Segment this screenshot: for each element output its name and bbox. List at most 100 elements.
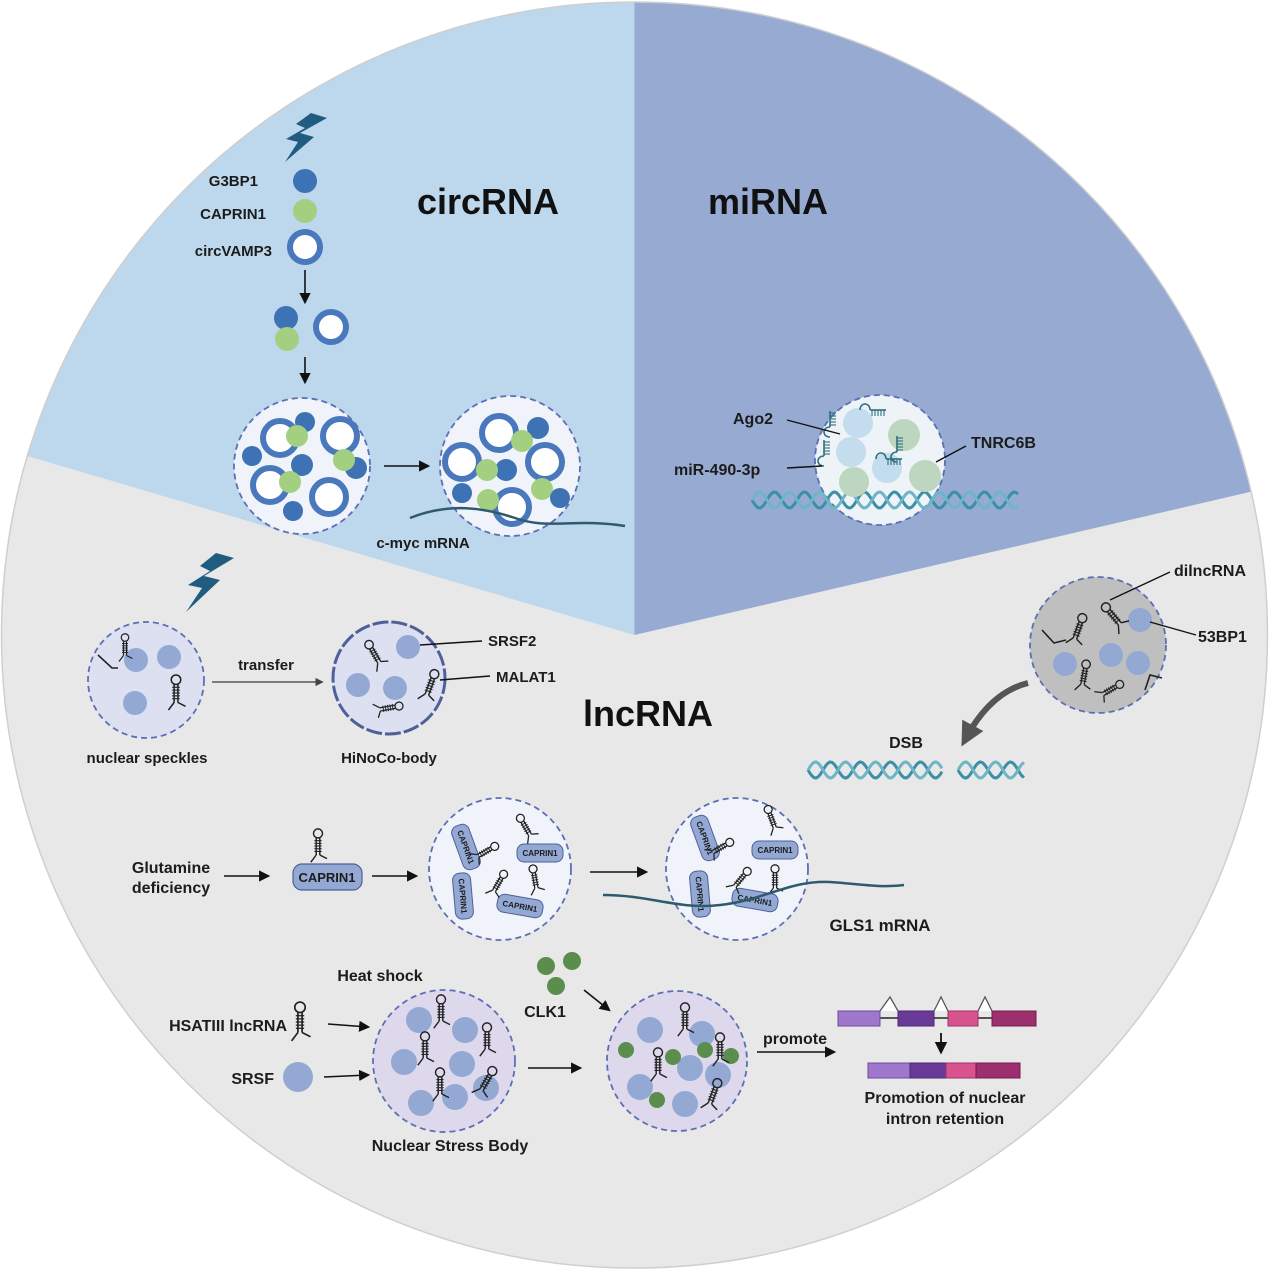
hsatiii-hairpin-icon (290, 1001, 311, 1042)
srsf-protein-in-nsb (452, 1017, 478, 1043)
dna-mirna-strand-b (750, 490, 1019, 510)
dna-dsb-left-strand-a (806, 760, 944, 780)
speckles-label: nuclear speckles (87, 750, 208, 767)
speckle-rna-strand (97, 654, 118, 669)
caprin-hairpin-tail (704, 849, 715, 861)
circrna-ring (442, 442, 482, 482)
srsf-protein-in-body (705, 1062, 731, 1088)
hsatiii-hairpin-rung (707, 1098, 715, 1102)
hsatiii-hairpin (712, 1032, 730, 1067)
caprin-hairpin-loop (515, 813, 526, 823)
dilncrna-hairpin-rung (1112, 684, 1117, 691)
dilncrna-hairpin-rung (1081, 669, 1089, 673)
malat1-hairpin-rung (371, 652, 379, 658)
caprin-hairpin-loop (528, 864, 538, 874)
caprin1-dot-complex (275, 327, 299, 351)
malat1-hairpin-rung (382, 705, 385, 713)
g3bp1-dot (495, 459, 517, 481)
hsatiii-hairpin-tail (677, 1028, 695, 1037)
hsatiii-hairpin-rung (483, 1077, 491, 1082)
caprin-hairpin-rung (485, 847, 490, 854)
dilncrna-strand (1041, 629, 1067, 644)
caprin-hairpin-rung (532, 881, 539, 884)
dilncrna-hairpin-rung (1105, 688, 1110, 695)
srsf-protein-in-body (637, 1017, 663, 1043)
caprin-hairpin (515, 813, 539, 844)
caprin1-pill: CAPRIN1 (690, 814, 720, 862)
53bp1-pointer (1149, 621, 1197, 636)
dilncrna-hairpin-rung (1081, 672, 1088, 675)
intron-retention-label-1: Promotion of nuclear (865, 1090, 1026, 1107)
caprin-hairpin-rung (530, 874, 538, 877)
dilncrna-hairpin-rung (1073, 630, 1081, 635)
caprin1-dot (293, 199, 317, 223)
clk1-dot-in-body (618, 1042, 634, 1058)
malat1-hairpin-rung (374, 657, 381, 662)
dilncrna-hairpin-tail (1074, 683, 1091, 691)
caprin1-pill: CAPRIN1 (496, 893, 544, 919)
caprin-bound-hairpin-tail (310, 854, 328, 863)
caprin-bound-hairpin (310, 828, 328, 863)
g3bp1-label: G3BP1 (209, 173, 258, 190)
caprin-hairpin (469, 841, 500, 865)
cmyc-mrna-strand (409, 506, 626, 528)
gls1-mrna-strand (602, 880, 905, 908)
caprin1-dot (333, 449, 355, 471)
srsf-arrow (323, 1069, 371, 1082)
dna-dsb-left-strand-b (806, 760, 944, 780)
tnrc6b-protein-2 (909, 460, 941, 492)
mir490-hairpin (817, 440, 830, 467)
dilncrna-hairpin-rung (1072, 633, 1080, 637)
hsatiii-hairpin-loop (712, 1077, 723, 1089)
cmyc-label: c-myc mRNA (376, 535, 470, 552)
malat1-hairpin (417, 668, 440, 702)
dna-helix-dsb (806, 760, 1025, 780)
hsatiii-hairpin-tail (712, 1058, 730, 1067)
speckle-protein-2 (157, 645, 181, 669)
caprin1-label: CAPRIN1 (200, 206, 266, 223)
caprin-hairpin-rung (738, 875, 745, 881)
nsb-label: Nuclear Stress Body (372, 1138, 529, 1155)
dilncrna-hairpin-rung (1110, 614, 1118, 620)
hsatiii-hairpin (432, 1067, 450, 1102)
mir-loop (823, 426, 831, 438)
malat1-hairpin-loop (429, 668, 440, 680)
speckle-hairpin-loop (170, 674, 182, 686)
clk1-dot-in-body (665, 1049, 681, 1065)
clk1-dot-2 (563, 952, 581, 970)
caprin-hairpin-loop (770, 864, 780, 874)
exon-3 (947, 1010, 979, 1027)
malat1-hairpin-rung (386, 704, 390, 712)
g3bp1-dot (550, 488, 570, 508)
hsatiii-hairpin (677, 1002, 695, 1037)
promote-label: promote (763, 1031, 827, 1048)
caprin-hairpin-rung (717, 844, 723, 852)
retained-exon-4 (975, 1062, 1021, 1079)
dilncrna-hairpins (1041, 602, 1163, 703)
speckle-protein-1 (124, 648, 148, 672)
hsatiii-hairpin-rung (482, 1079, 490, 1085)
speckle-lncrnas (97, 633, 186, 711)
mir-loop (890, 451, 898, 463)
dna-helix-mirna (750, 490, 1019, 510)
caprin-hairpin (528, 864, 546, 896)
srsf-protein-in-nsb (408, 1090, 434, 1116)
hsatiii-hairpin (650, 1047, 668, 1082)
caprin1-pill-label: CAPRIN1 (456, 878, 468, 914)
circrna-ring (525, 442, 565, 482)
splice-junction-1 (879, 995, 899, 1012)
clk1-dot-3 (547, 977, 565, 995)
hsatiii-hairpin-loop (419, 1031, 431, 1042)
caprin1-pill-body (516, 843, 564, 863)
splice-junction-3 (977, 995, 993, 1012)
pre-mrna-exons (837, 995, 1037, 1027)
srsf2-label: SRSF2 (488, 633, 536, 650)
caprin-hairpin-rung (737, 877, 743, 883)
hsatiii-hairpin (290, 1001, 311, 1042)
caprin-hairpin-rung (734, 881, 740, 887)
dilncrna-hairpin-loop (1081, 659, 1091, 670)
clk1-dot-1 (537, 957, 555, 975)
dilncrna-hairpin-rung (1114, 618, 1121, 624)
hinoco-protein-3 (383, 676, 407, 700)
